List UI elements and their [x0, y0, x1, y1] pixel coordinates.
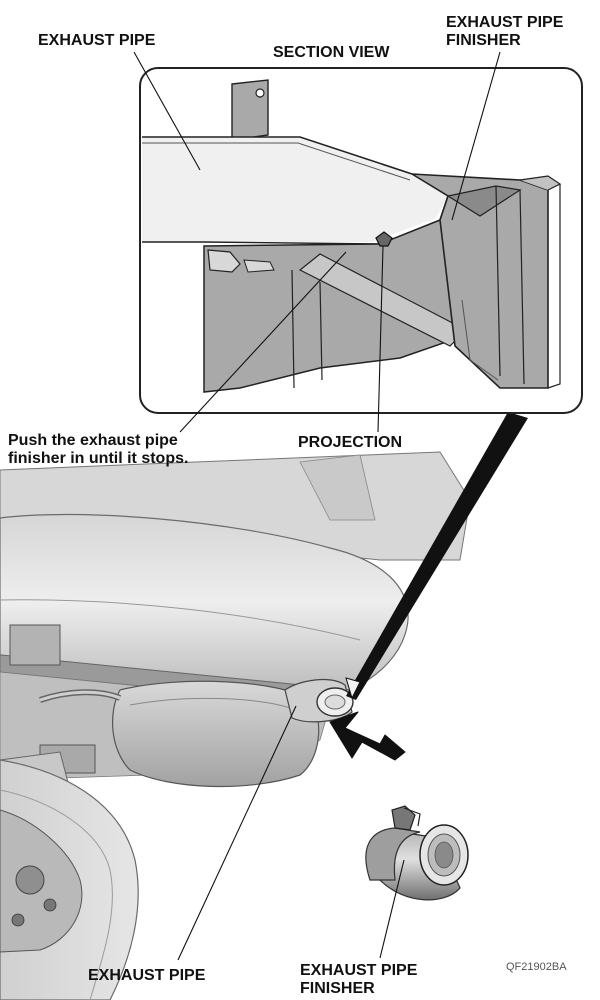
- label-exhaust-pipe-finisher-bottom: EXHAUST PIPE FINISHER: [300, 962, 417, 998]
- section-view: [139, 67, 583, 414]
- pipe-section: [142, 137, 448, 242]
- vehicle-rear-illustration: [0, 451, 471, 1000]
- insert-arrow: [329, 711, 406, 761]
- label-section-view: SECTION VIEW: [273, 44, 390, 61]
- tailpipe-installed: [284, 679, 354, 723]
- label-instruction: Push the exhaust pipe finisher in until …: [8, 432, 188, 468]
- label-line: EXHAUST PIPE: [300, 962, 418, 979]
- rear-bumper: [0, 513, 409, 691]
- leader-projection: [377, 245, 384, 433]
- figure-code: QF21902BA: [506, 961, 567, 973]
- label-exhaust-pipe-bottom: EXHAUST PIPE: [88, 967, 206, 984]
- label-line: EXHAUST PIPE: [446, 14, 564, 31]
- label-line: FINISHER: [446, 32, 521, 49]
- hanger-bracket: [231, 79, 269, 141]
- magnify-wedge: [346, 412, 528, 700]
- leader-lines: [133, 51, 501, 961]
- finisher-section: [411, 173, 549, 389]
- label-exhaust-pipe-top: EXHAUST PIPE: [38, 32, 156, 49]
- leader-exhaust-pipe-top: [133, 51, 201, 171]
- finisher-part-loose: [365, 805, 469, 901]
- leader-finisher-top: [451, 51, 501, 221]
- label-line: FINISHER: [300, 980, 375, 997]
- leader-finisher-bottom: [379, 859, 405, 959]
- leader-exhaust-pipe-bottom: [177, 705, 297, 961]
- label-exhaust-pipe-finisher-top: EXHAUST PIPE FINISHER: [446, 14, 563, 50]
- projection-nub: [375, 231, 393, 247]
- label-projection: PROJECTION: [298, 434, 403, 451]
- leader-instruction: [179, 251, 347, 433]
- muffler: [39, 680, 320, 788]
- label-line: Push the exhaust pipe: [8, 432, 178, 449]
- label-line: finisher in until it stops.: [8, 450, 189, 467]
